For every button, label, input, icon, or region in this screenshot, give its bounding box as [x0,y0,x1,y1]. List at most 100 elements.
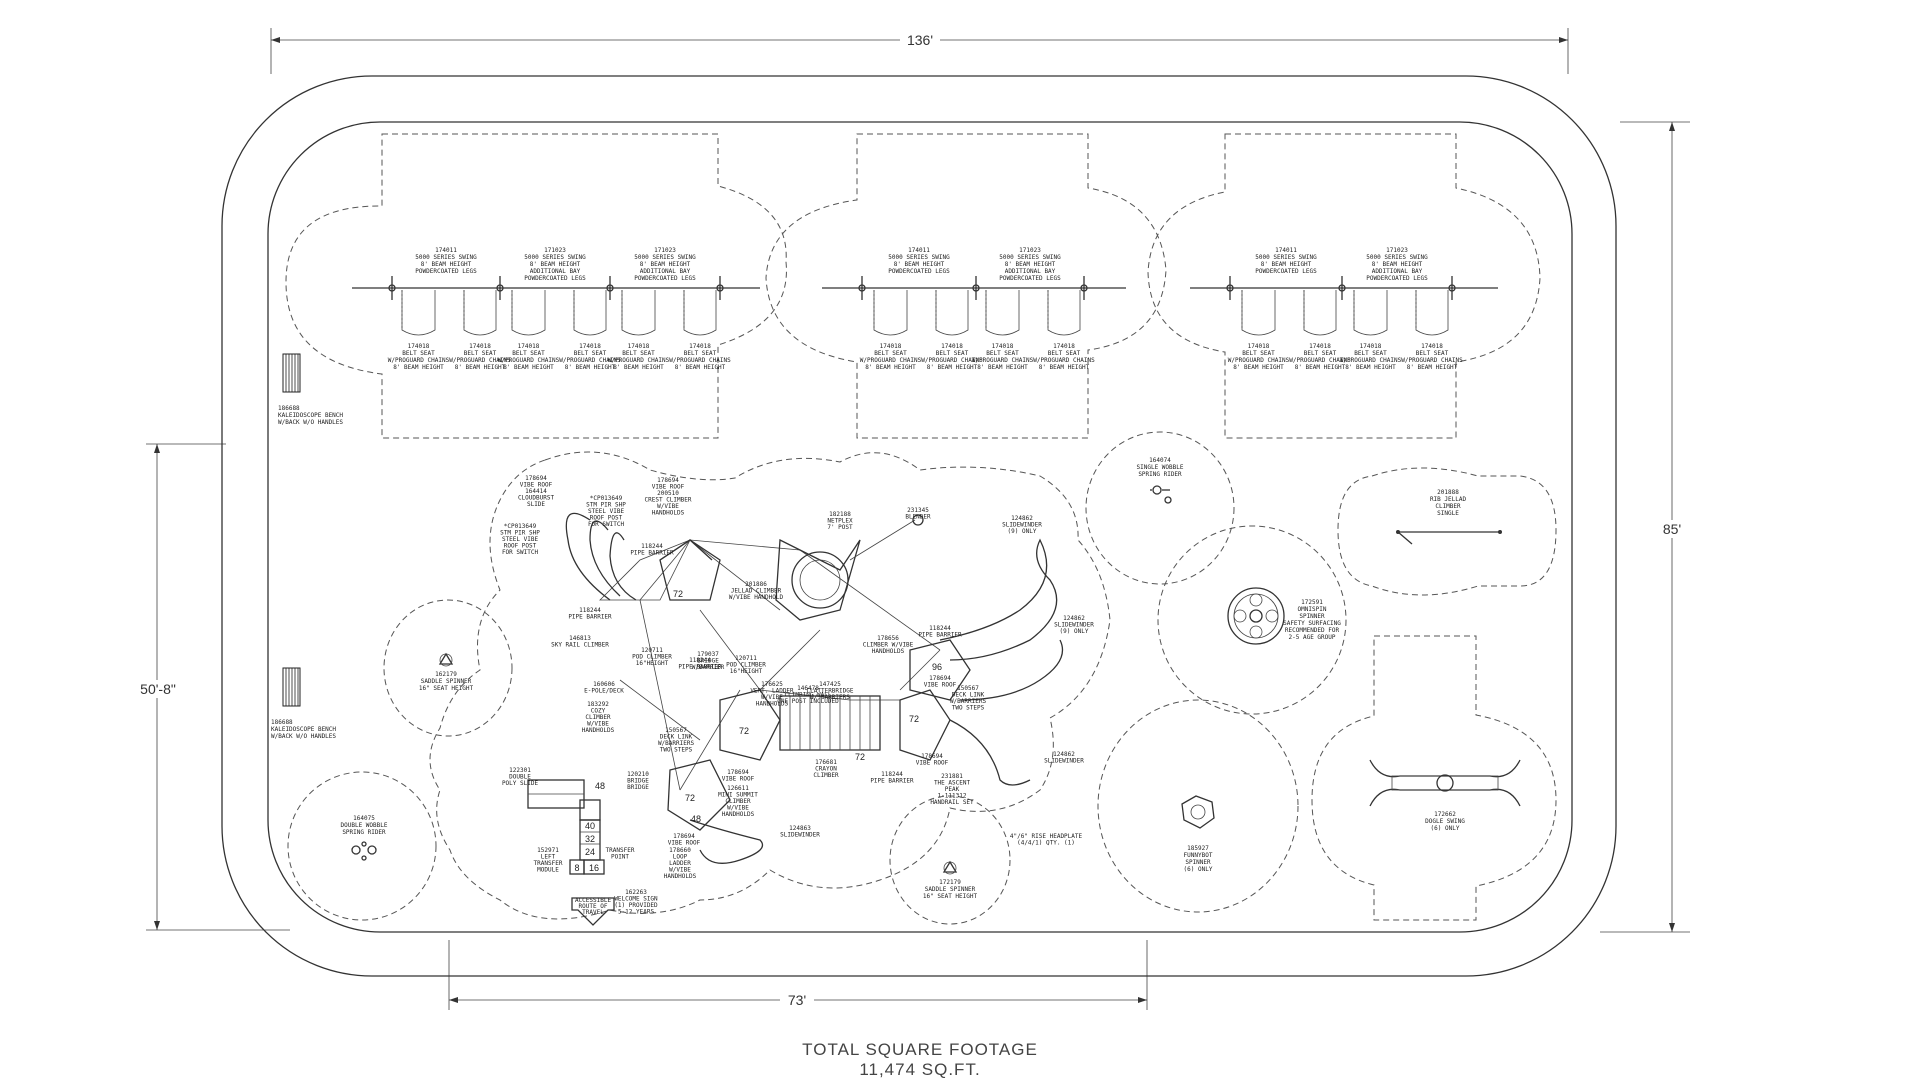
dimension-top: 136' [270,28,1569,74]
deck-height-label: 32 [585,834,595,844]
swing-leg-joint [606,284,614,292]
deck-height-label: 48 [595,781,605,791]
dimension-right-label: 85' [1663,521,1681,537]
deck-height-label: 24 [585,847,595,857]
deck-height-label: 72 [685,793,695,803]
swing-leg-joint [972,284,980,292]
swing-zone-outlines [285,133,1541,439]
swing-leg-joint [1338,284,1346,292]
structure-component-label: 4"/6" RISE HEADPLATE(4/4/1) QTY. (1) [1010,833,1083,847]
outer-boundary [221,75,1617,977]
deck-height-label: 72 [909,714,919,724]
structure-use-zone [429,451,1111,920]
total-area-value: 11,474 SQ.FT. [859,1060,980,1079]
swing-leg-joint [858,284,866,292]
deck-height-label: 16 [589,863,599,873]
inner-boundary [267,121,1573,933]
dimension-left: 50'-8" [134,443,290,931]
dimension-right: 85' [1600,121,1690,933]
swing-leg-joint [1226,284,1234,292]
deck-height-label: 72 [673,589,683,599]
deck-height-label: 96 [932,662,942,672]
deck-height-label: 48 [691,814,701,824]
